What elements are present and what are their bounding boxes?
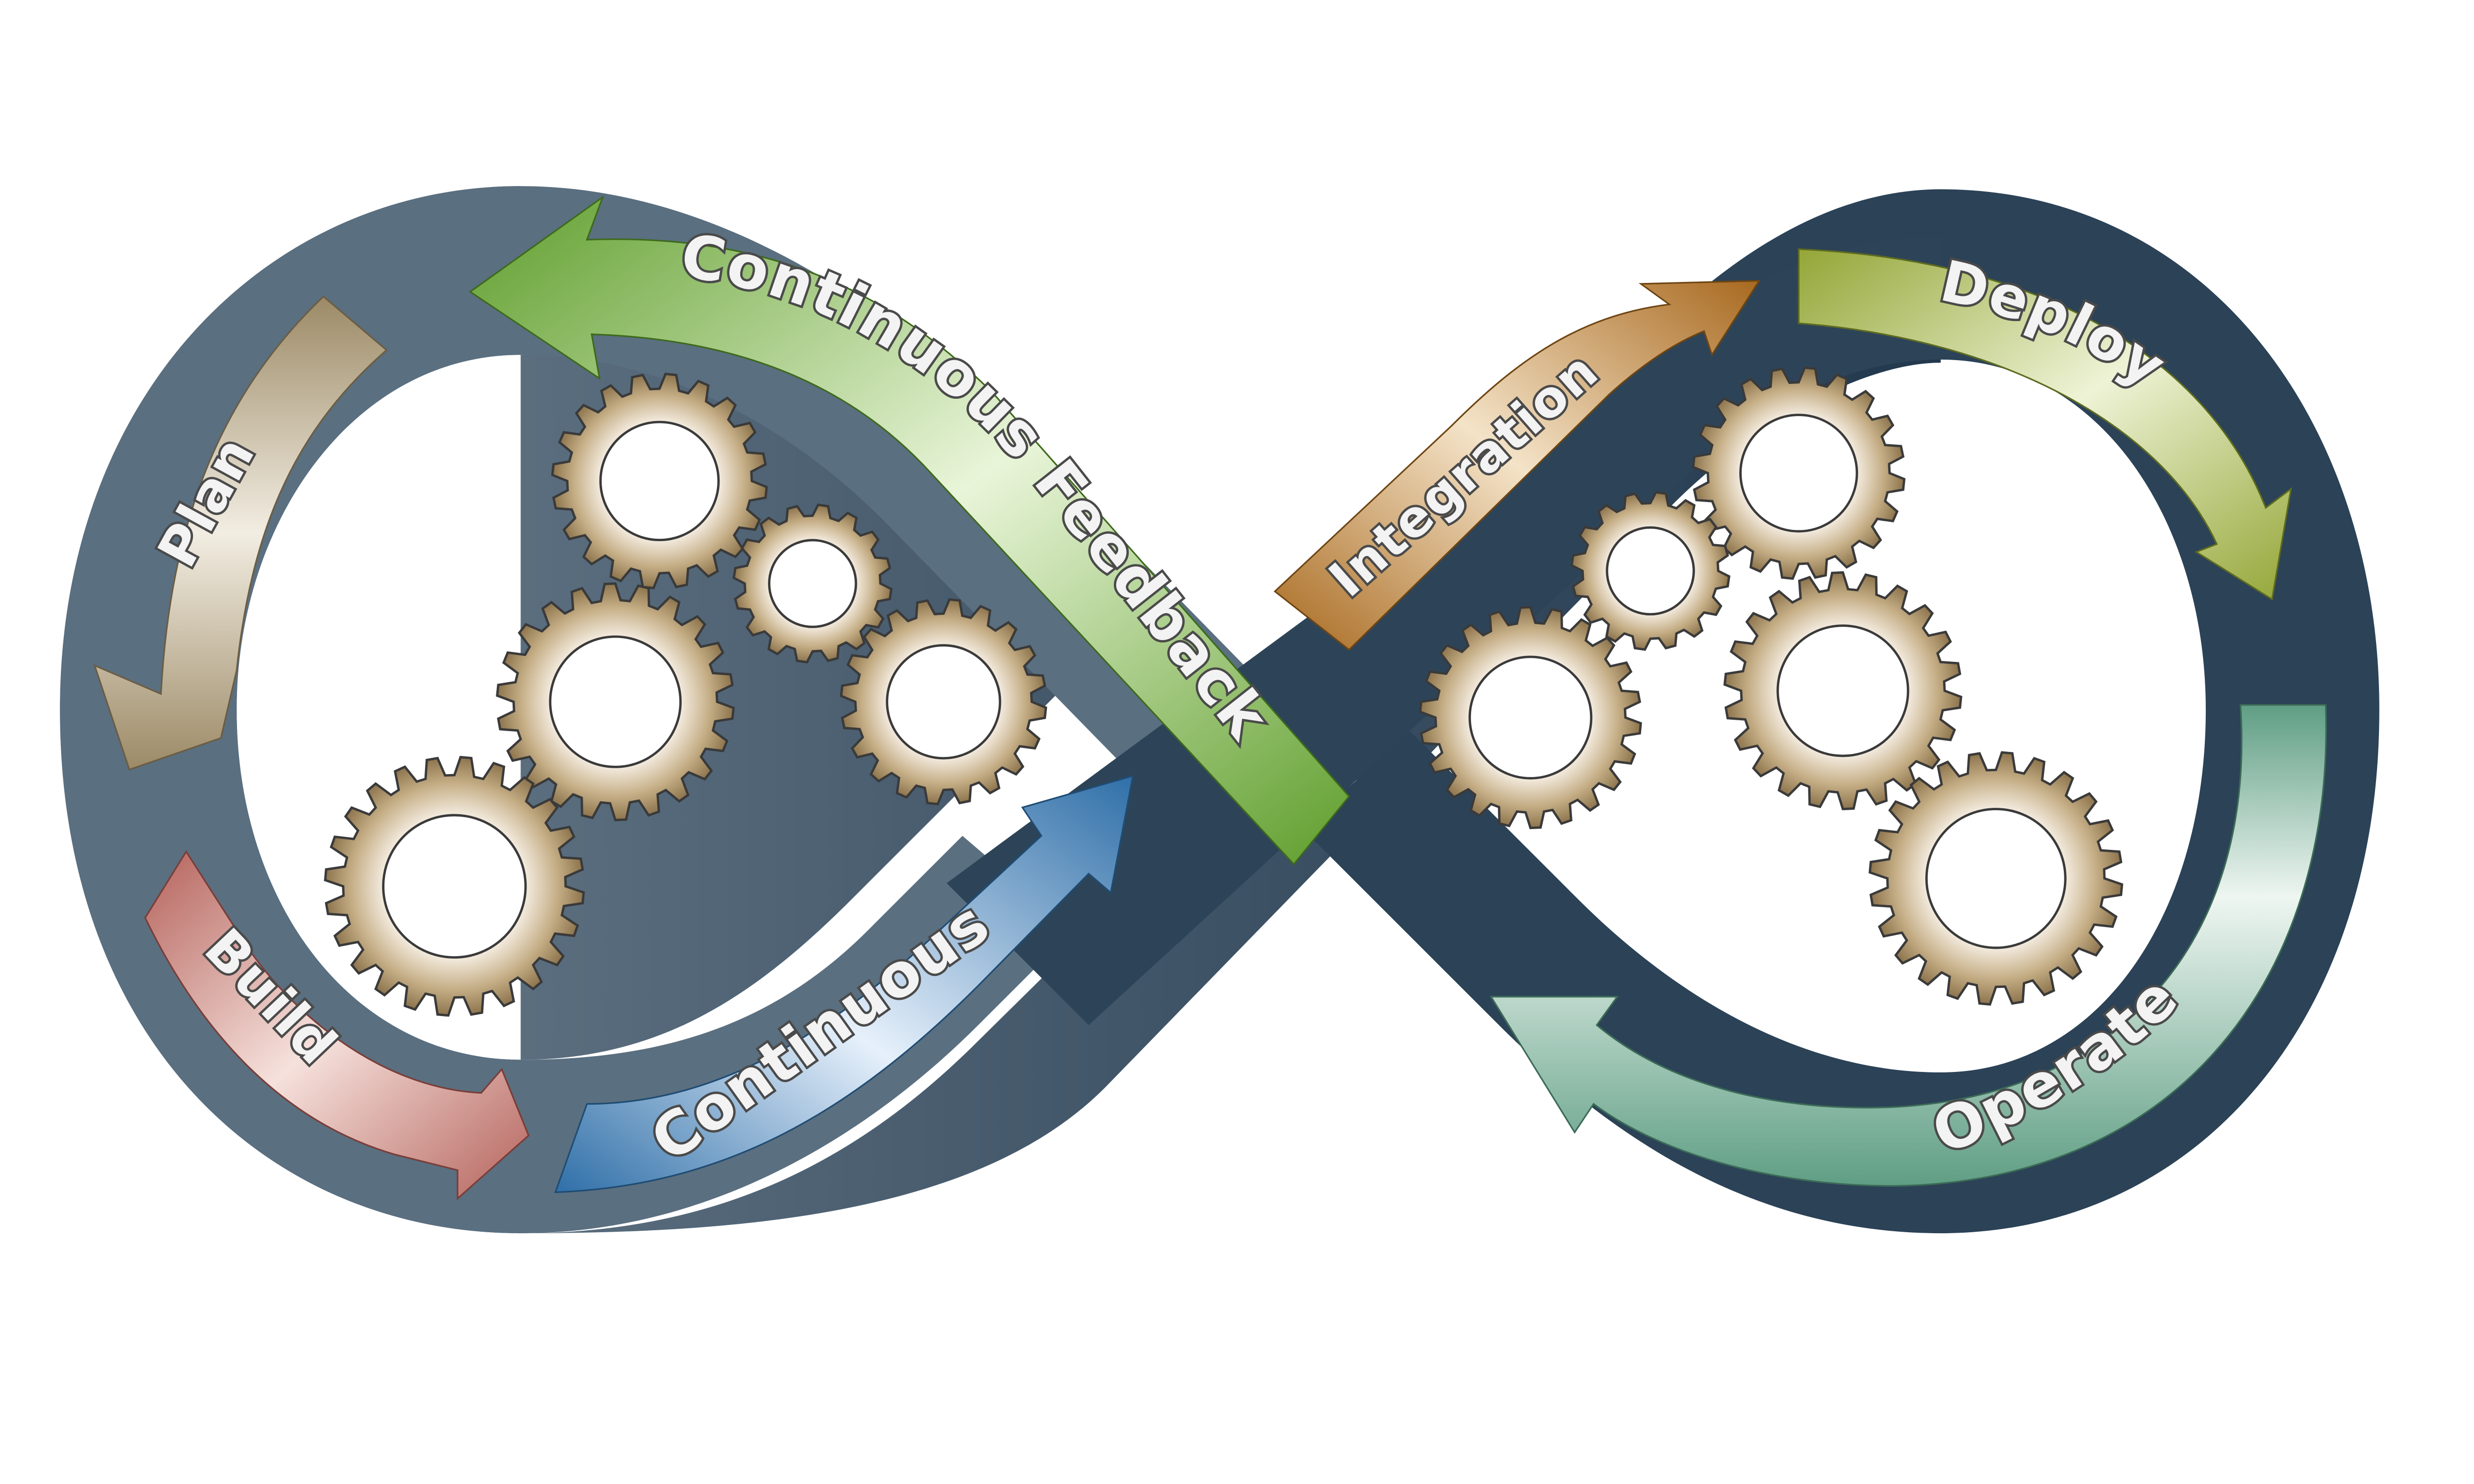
plan-arrow [93,295,388,771]
gear-hole [1776,624,1909,757]
gear-hole [549,635,682,768]
deploy-arrow [1798,248,2292,601]
feedback-arrow [469,195,1350,866]
operate-arrow [1489,704,2327,1187]
right-loop-band [1231,189,2379,1234]
gear-hole [1925,808,2067,949]
gear-hole [1739,414,1858,533]
gear-cluster [324,366,2124,1017]
integration-arrow [1274,279,1761,651]
left-loop-ring [60,186,1357,1234]
gear-hole [768,539,857,628]
gear-hole [1468,655,1593,780]
gear-hole [886,644,1001,760]
gear-hole [382,814,527,959]
stage-arrows [93,195,2327,1201]
gear-hole [599,420,720,541]
build-arrow [144,850,530,1201]
crossing-band [947,236,1941,1025]
continuous-arrow [554,775,1134,1193]
gear-hole [1606,526,1695,616]
